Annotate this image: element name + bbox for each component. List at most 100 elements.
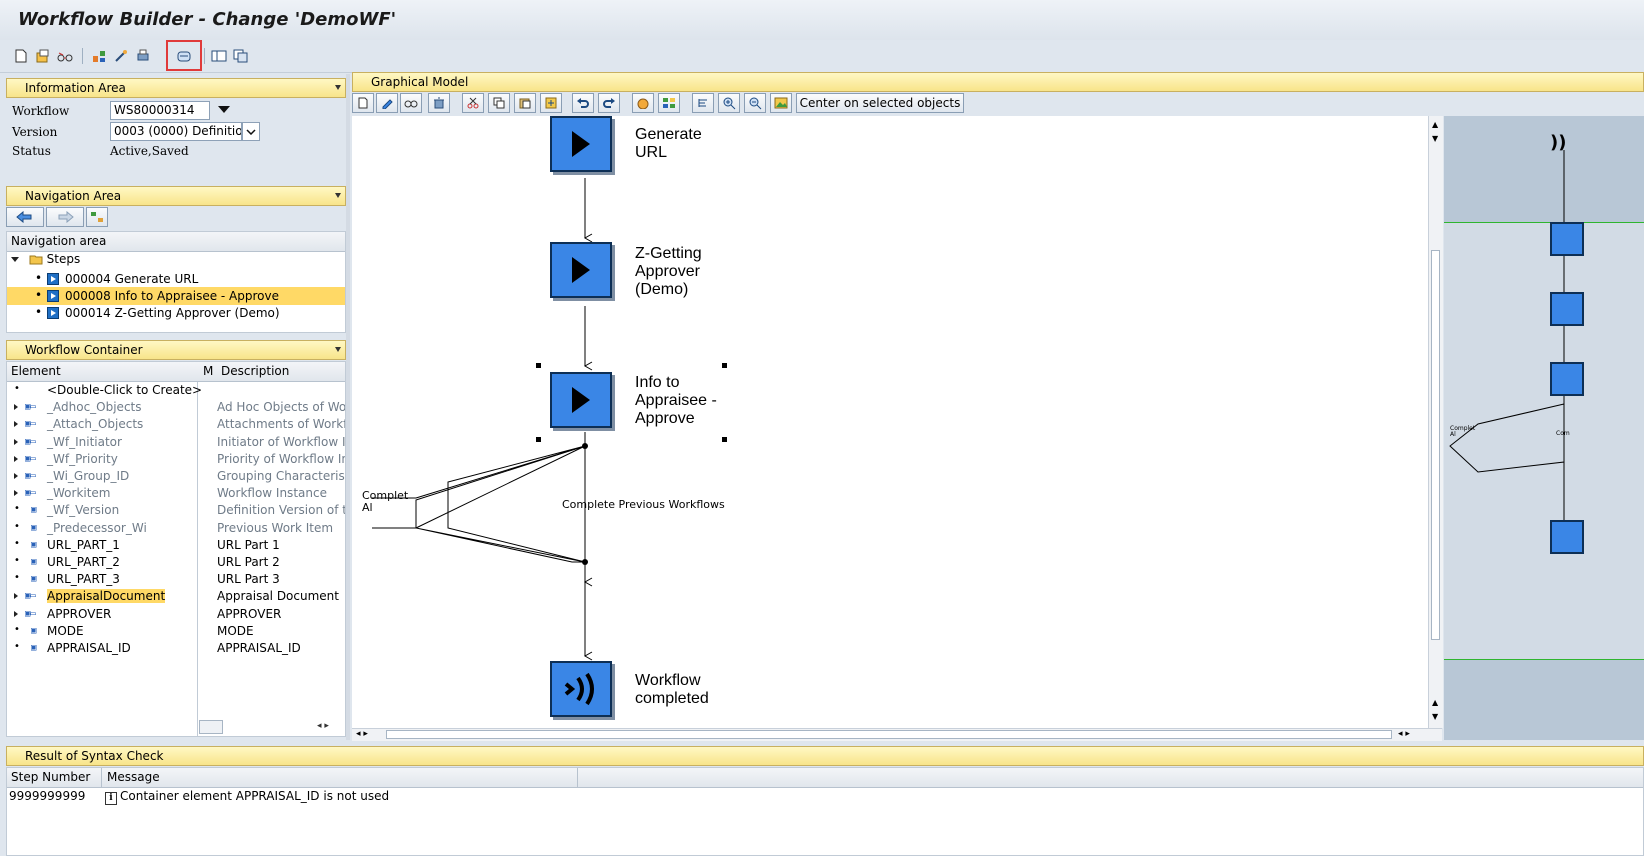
wand-icon[interactable] bbox=[112, 47, 130, 65]
layout-icon[interactable] bbox=[210, 47, 228, 65]
step-workflow-completed[interactable] bbox=[550, 661, 612, 717]
container-icon[interactable] bbox=[175, 47, 193, 65]
scroll-down-icon[interactable]: ▼ bbox=[1432, 134, 1439, 143]
steps-folder[interactable]: Steps bbox=[11, 252, 80, 270]
selection-handle[interactable] bbox=[536, 437, 541, 442]
edit-pencil-icon[interactable] bbox=[376, 93, 398, 113]
scroll-up-icon[interactable]: ▲ bbox=[1432, 698, 1439, 707]
undo-icon[interactable] bbox=[572, 93, 594, 113]
new-step-icon[interactable] bbox=[352, 93, 374, 113]
overview-viewport[interactable] bbox=[1444, 222, 1644, 660]
workflow-container-header[interactable]: Workflow Container bbox=[6, 340, 346, 360]
expand-arrow-icon[interactable] bbox=[14, 610, 18, 617]
canvas-vertical-scrollbar[interactable]: ▲ ▼ ▲ ▼ bbox=[1428, 116, 1443, 728]
sort-icon[interactable] bbox=[90, 47, 108, 65]
scroll-up-icon[interactable]: ▲ bbox=[1432, 120, 1439, 129]
version-dropdown-icon[interactable] bbox=[242, 122, 260, 141]
overview-node[interactable] bbox=[1550, 292, 1584, 326]
step-generate-url[interactable] bbox=[550, 116, 612, 172]
expand-arrow-icon[interactable] bbox=[14, 490, 18, 497]
glasses-display-icon[interactable] bbox=[400, 93, 422, 113]
workflow-dropdown-icon[interactable] bbox=[218, 106, 230, 113]
step-info-to-appraisee[interactable] bbox=[550, 372, 612, 428]
expand-caret-icon[interactable] bbox=[11, 257, 19, 262]
print-icon[interactable] bbox=[134, 47, 152, 65]
open-icon[interactable] bbox=[34, 47, 52, 65]
scroll-left-icon[interactable]: ◂ ▸ bbox=[356, 729, 368, 739]
scroll-down-icon[interactable]: ▼ bbox=[1432, 712, 1439, 721]
canvas-horizontal-scrollbar[interactable]: ◂ ▸ ◂ ▸ bbox=[352, 728, 1442, 741]
insert-block-icon[interactable] bbox=[540, 93, 562, 113]
col-description[interactable]: Description bbox=[221, 364, 290, 378]
cut-icon[interactable] bbox=[462, 93, 484, 113]
overview-node[interactable] bbox=[1550, 520, 1584, 554]
expand-arrow-icon[interactable] bbox=[14, 404, 18, 411]
redo-icon[interactable] bbox=[598, 93, 620, 113]
zoom-out-icon[interactable] bbox=[744, 93, 766, 113]
nav-step-item[interactable]: •000008 Info to Appraisee - Approve bbox=[7, 287, 345, 305]
back-arrow-icon[interactable] bbox=[6, 207, 44, 227]
zoom-in-icon[interactable] bbox=[718, 93, 740, 113]
horizontal-scroll-thumb[interactable] bbox=[386, 730, 1392, 739]
overview-grid-icon[interactable] bbox=[658, 93, 680, 113]
expand-arrow-icon[interactable] bbox=[14, 438, 18, 445]
selection-handle[interactable] bbox=[722, 437, 727, 442]
overview-pane[interactable]: )) Complet Al Com bbox=[1444, 116, 1644, 740]
graphical-canvas[interactable]: Complet Al Complete Previous Workflows G… bbox=[352, 116, 1428, 728]
splitter[interactable] bbox=[346, 74, 350, 740]
col-message[interactable]: Message bbox=[107, 770, 160, 784]
horizontal-scroll-thumb[interactable] bbox=[199, 720, 223, 734]
col-element[interactable]: Element bbox=[11, 364, 61, 378]
align-icon[interactable] bbox=[692, 93, 714, 113]
expand-arrow-icon[interactable] bbox=[14, 473, 18, 479]
information-area-header[interactable]: Information Area bbox=[6, 78, 346, 98]
overview-node[interactable] bbox=[1550, 222, 1584, 256]
expand-arrow-icon[interactable] bbox=[14, 593, 18, 600]
scroll-right-icon[interactable]: ◂ ▸ bbox=[1398, 729, 1410, 739]
navigation-area-header[interactable]: Navigation Area bbox=[6, 186, 346, 206]
nav-step-item[interactable]: •000004 Generate URL bbox=[7, 270, 345, 288]
expand-arrow-icon[interactable] bbox=[14, 421, 18, 428]
branch-right-label[interactable]: Complete Previous Workflows bbox=[562, 498, 725, 511]
col-step-number[interactable]: Step Number bbox=[11, 770, 91, 784]
new-icon[interactable] bbox=[12, 47, 30, 65]
workflow-field[interactable]: WS80000314 bbox=[110, 101, 210, 120]
forward-arrow-icon[interactable] bbox=[46, 207, 84, 227]
copy-icon[interactable] bbox=[232, 47, 250, 65]
delete-trash-icon[interactable] bbox=[428, 93, 450, 113]
branch-left-label[interactable]: Complet Al bbox=[362, 489, 409, 514]
vertical-scroll-thumb[interactable] bbox=[1431, 250, 1440, 640]
syntax-row[interactable]: 9999999999 bbox=[9, 789, 85, 807]
version-select[interactable]: 0003 (0000) Definition bbox=[110, 122, 242, 141]
tree-layout-icon[interactable] bbox=[86, 207, 108, 227]
copy-step-icon[interactable] bbox=[488, 93, 510, 113]
selection-handle[interactable] bbox=[536, 363, 541, 368]
selection-handle[interactable] bbox=[722, 363, 727, 368]
col-m[interactable]: M bbox=[203, 364, 214, 378]
center-selected-button[interactable]: Center on selected objects bbox=[796, 93, 964, 113]
scroll-arrows-icon[interactable]: ◂ ▸ bbox=[317, 721, 329, 731]
expand-arrow-icon[interactable] bbox=[14, 455, 18, 462]
container-row[interactable]: •<Double-Click to Create> bbox=[7, 382, 345, 400]
nav-step-item[interactable]: •000014 Z-Getting Approver (Demo) bbox=[7, 304, 345, 322]
landscape-icon[interactable] bbox=[770, 93, 792, 113]
overview-node[interactable] bbox=[1550, 362, 1584, 396]
activate-icon[interactable] bbox=[632, 93, 654, 113]
step-z-getting-approver[interactable] bbox=[550, 242, 612, 298]
paste-icon[interactable] bbox=[514, 93, 536, 113]
